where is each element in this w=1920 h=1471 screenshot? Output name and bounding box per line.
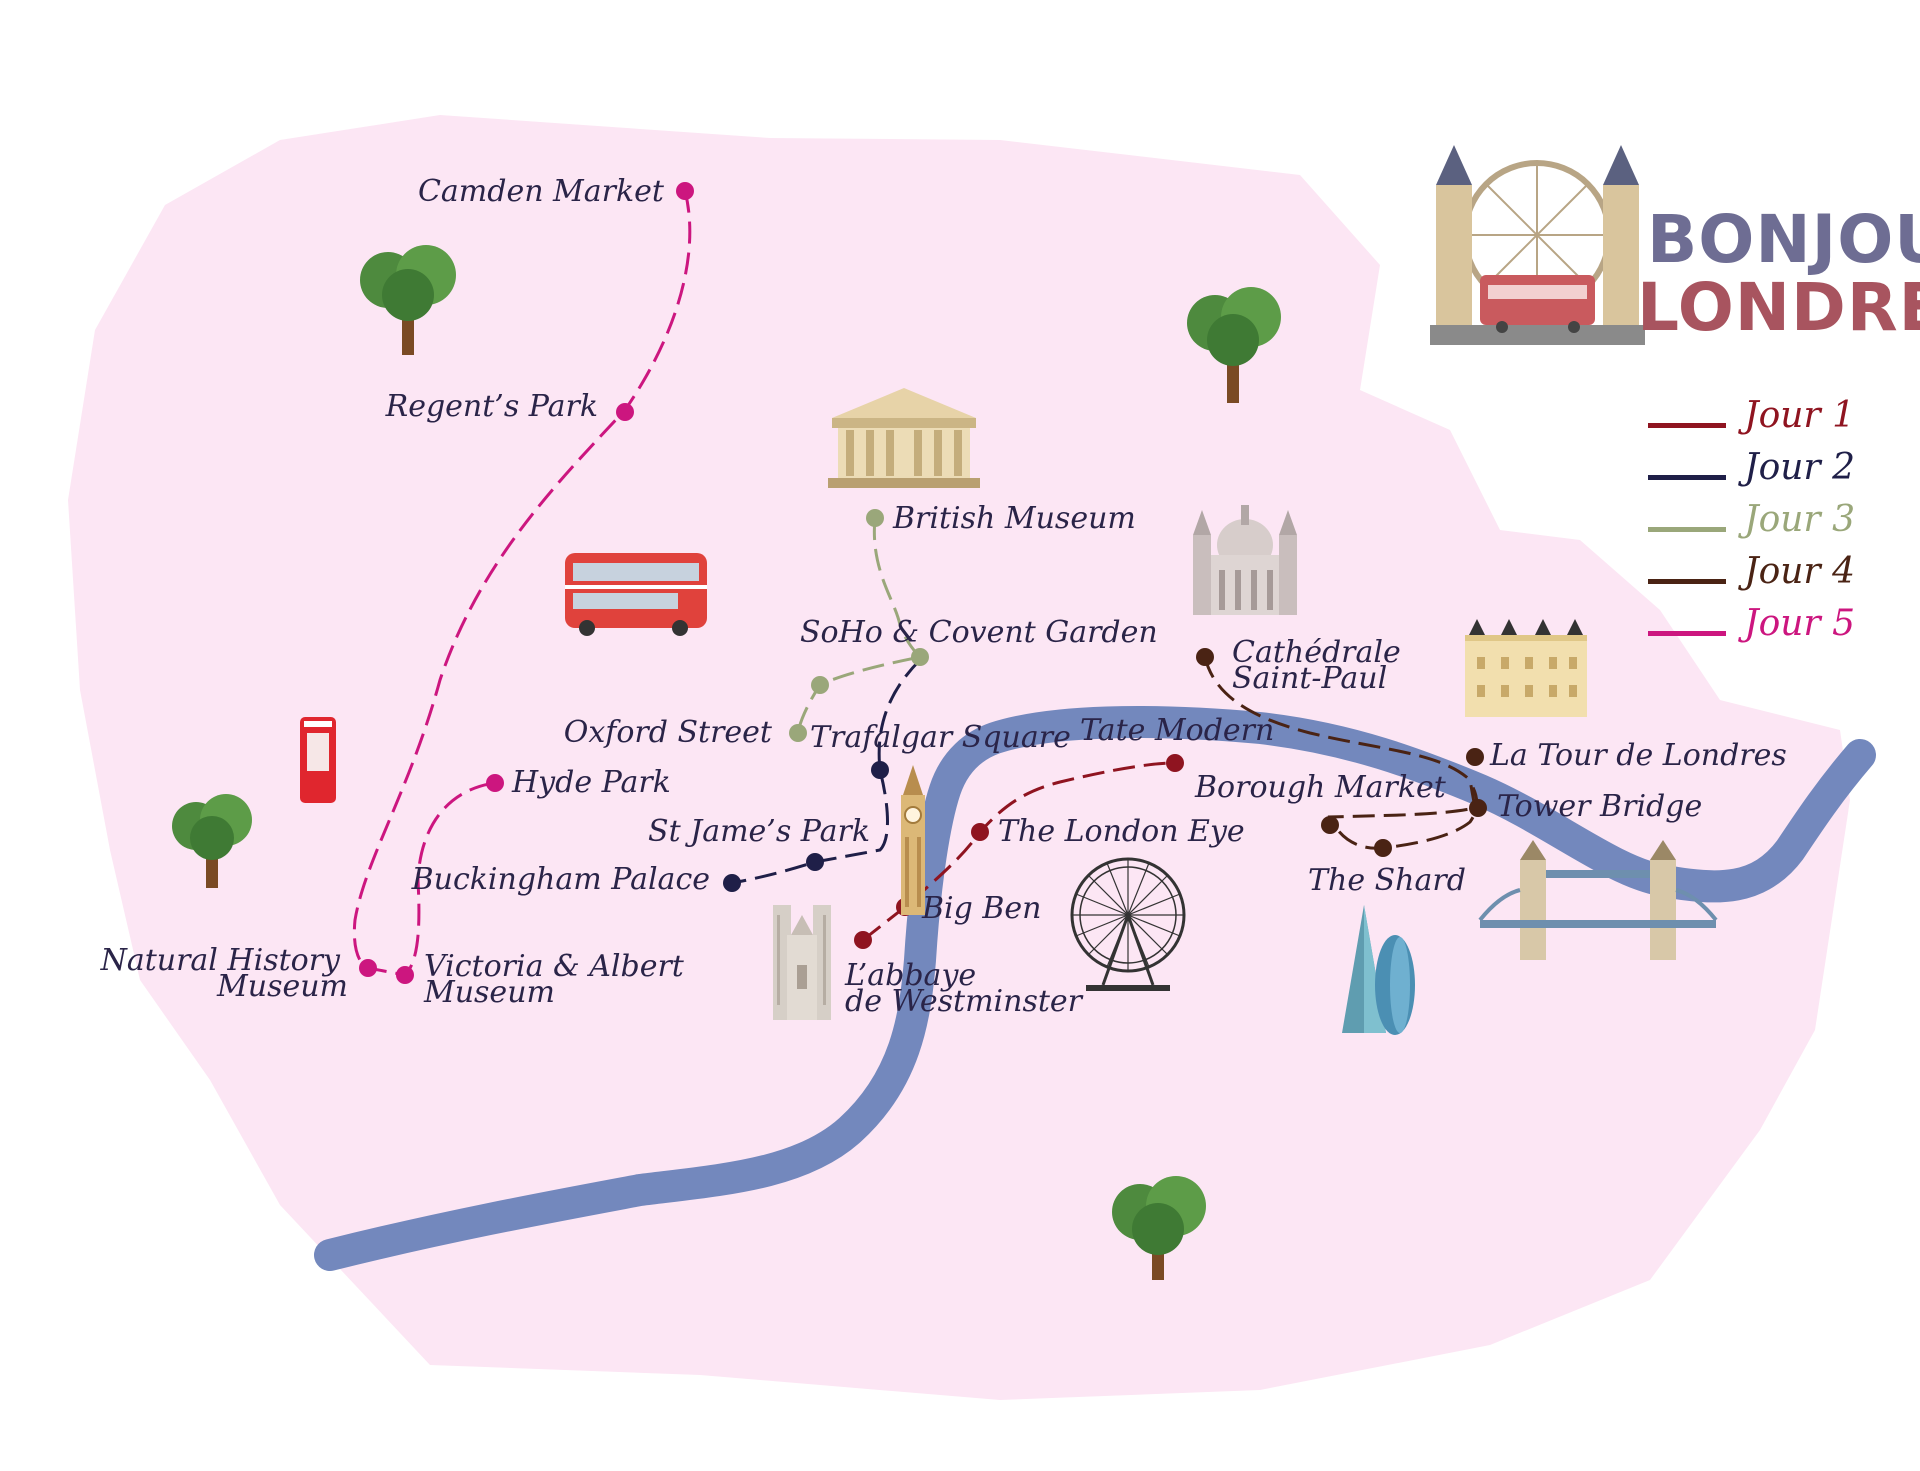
label-soho-covent-garden: SoHo & Covent Garden — [800, 615, 1158, 650]
st-pauls-cathedral-icon — [1193, 505, 1297, 615]
label-tate-modern: Tate Modern — [1080, 713, 1274, 748]
stop-abbaye-westminster[interactable] — [854, 931, 872, 949]
legend-swatch-4 — [1648, 579, 1726, 584]
label-trafalgar-square: Trafalgar Square — [810, 720, 1071, 755]
phone-box-icon — [300, 717, 336, 803]
label-la-tour-de-londres: La Tour de Londres — [1489, 738, 1787, 773]
stop-camden-market[interactable] — [676, 182, 694, 200]
legend-swatch-5 — [1648, 631, 1726, 636]
label-camden-market: Camden Market — [418, 174, 665, 209]
legend-swatch-2 — [1648, 475, 1726, 480]
tower-bridge-icon — [1478, 840, 1718, 960]
legend-label-5: Jour 5 — [1737, 603, 1855, 644]
stop-soho-mid[interactable] — [811, 676, 829, 694]
tree-icon — [360, 245, 456, 355]
label-british-museum: British Museum — [892, 501, 1136, 536]
label-big-ben: Big Ben — [921, 891, 1042, 926]
brand-title-line1: BONJOUR — [1647, 201, 1920, 278]
gherkin-icon — [1375, 935, 1415, 1035]
stop-trafalgar-square[interactable] — [871, 761, 889, 779]
double-decker-bus-icon — [565, 553, 707, 636]
legend-label-4: Jour 4 — [1737, 551, 1855, 592]
stops-jour-3 — [789, 509, 929, 742]
stop-oxford-street[interactable] — [789, 724, 807, 742]
stop-st-james-park[interactable] — [806, 853, 824, 871]
stops-jour-2 — [723, 761, 889, 892]
route-jour-4 — [1203, 656, 1479, 850]
label-oxford-street: Oxford Street — [564, 715, 773, 750]
label-abbaye-2: de Westminster — [845, 984, 1084, 1019]
westminster-abbey-icon — [773, 905, 831, 1020]
label-borough-market: Borough Market — [1194, 770, 1447, 805]
brand-title-line2: LONDRES — [1637, 269, 1920, 346]
label-cathedrale-1: Cathédrale — [1232, 635, 1401, 670]
label-regents-park: Regent’s Park — [385, 389, 598, 424]
stop-london-eye[interactable] — [971, 823, 989, 841]
stop-the-shard[interactable] — [1374, 839, 1392, 857]
legend-swatch-1 — [1648, 423, 1726, 428]
stop-tower-bridge[interactable] — [1469, 799, 1487, 817]
tree-icon — [172, 794, 252, 888]
london-eye-icon — [1070, 857, 1186, 991]
british-museum-icon — [828, 388, 980, 488]
label-cathedrale-2: Saint-Paul — [1232, 661, 1387, 696]
stop-victoria-albert-museum[interactable] — [396, 966, 414, 984]
london-skyline-logo-icon — [1430, 145, 1645, 345]
stop-tate-modern[interactable] — [1166, 754, 1184, 772]
stop-soho-covent-garden[interactable] — [911, 648, 929, 666]
route-jour-2 — [731, 658, 922, 885]
label-natural-history-1: Natural History — [100, 943, 341, 978]
tree-icon — [1187, 287, 1281, 403]
label-london-eye: The London Eye — [998, 814, 1245, 849]
stop-la-tour-de-londres[interactable] — [1466, 748, 1484, 766]
stop-borough-market[interactable] — [1321, 816, 1339, 834]
label-natural-history-2: Museum — [216, 969, 348, 1004]
stop-british-museum[interactable] — [866, 509, 884, 527]
label-victoria-albert-2: Museum — [423, 975, 555, 1010]
label-hyde-park: Hyde Park — [511, 765, 671, 800]
route-jour-5 — [352, 190, 692, 977]
stops-jour-5 — [359, 182, 694, 984]
stop-hyde-park[interactable] — [486, 774, 504, 792]
label-the-shard: The Shard — [1308, 863, 1466, 898]
label-buckingham-palace: Buckingham Palace — [411, 862, 710, 897]
route-jour-1 — [862, 761, 1176, 942]
label-st-james-park: St Jame’s Park — [648, 814, 870, 849]
tower-of-london-icon — [1465, 619, 1587, 717]
legend-label-2: Jour 2 — [1737, 447, 1855, 488]
label-victoria-albert-1: Victoria & Albert — [424, 949, 685, 984]
label-abbaye-1: L’abbaye — [844, 958, 976, 993]
big-ben-icon — [901, 765, 925, 915]
route-jour-3 — [796, 517, 924, 734]
stop-regents-park[interactable] — [616, 403, 634, 421]
legend: Jour 1 Jour 2 Jour 3 Jour 4 Jour 5 — [1648, 395, 1855, 644]
stop-buckingham-palace[interactable] — [723, 874, 741, 892]
label-tower-bridge: Tower Bridge — [1497, 789, 1702, 824]
tree-icon — [1112, 1176, 1206, 1280]
place-labels: Camden Market Regent’s Park Hyde Park Na… — [100, 174, 1787, 1019]
legend-label-3: Jour 3 — [1737, 499, 1855, 540]
legend-label-1: Jour 1 — [1737, 395, 1855, 436]
legend-swatch-3 — [1648, 527, 1726, 532]
stop-cathedrale-saint-paul[interactable] — [1196, 648, 1214, 666]
stop-natural-history-museum[interactable] — [359, 959, 377, 977]
stops-jour-4 — [1196, 648, 1487, 857]
stops-jour-1 — [854, 754, 1184, 949]
